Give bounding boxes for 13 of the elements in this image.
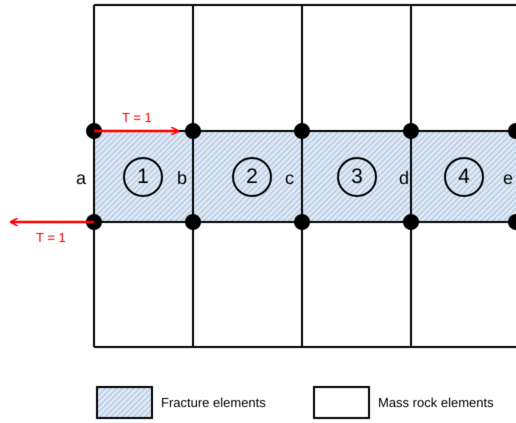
force-label: T = 1 [36,231,66,244]
edge-letter: c [285,169,294,187]
element-number-circle: 3 [337,157,377,197]
edge-letter: b [177,169,188,187]
edge-letter: e [503,169,514,187]
edge-letter: a [76,169,86,187]
element-number-circle: 4 [444,157,484,197]
legend-label: Mass rock elements [378,396,494,409]
element-number-circle: 2 [232,157,272,197]
legend-label: Fracture elements [161,396,266,409]
edge-letter: d [399,169,410,187]
element-number-circle: 1 [123,157,163,197]
force-label: T = 1 [122,111,152,124]
